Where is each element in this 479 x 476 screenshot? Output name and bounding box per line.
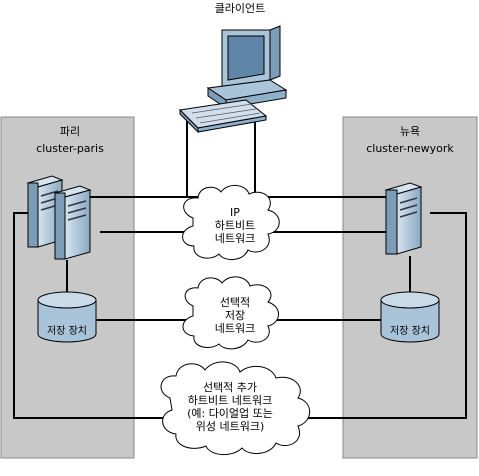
storage-label-newyork: 저장 장치 <box>390 326 430 337</box>
site-city-newyork: 뉴욕 <box>399 125 421 138</box>
server-tower-icon <box>53 185 92 260</box>
client-label: 클라이언트 <box>214 2 266 15</box>
storage-disk-icon <box>380 291 440 343</box>
network-optional-label-4: 위성 네트워크) <box>195 420 265 433</box>
network-cloud-optional-heartbeat <box>160 361 311 455</box>
network-optional-label-2: 하트비트 네트워크 <box>187 394 273 407</box>
site-city-paris: 파리 <box>59 125 81 138</box>
network-storage-label-2: 저장 <box>224 309 246 322</box>
client-computer-icon <box>178 25 288 134</box>
network-optional-label-1: 선택적 추가 <box>202 381 258 394</box>
storage-disk-icon <box>37 291 97 343</box>
network-optional-label-3: (예: 다이얼업 또는 <box>187 407 273 420</box>
network-ip-label-3: 네트워크 <box>214 232 256 245</box>
server-tower-icon <box>384 182 423 255</box>
network-storage-label-3: 네트워크 <box>214 322 256 335</box>
network-ip-label-1: IP <box>230 206 240 219</box>
network-ip-label-2: 하트비트 <box>214 219 256 232</box>
network-cloud-ip-heartbeat <box>182 185 280 260</box>
cluster-name-paris: cluster-paris <box>36 142 104 155</box>
network-cloud-storage <box>182 276 279 350</box>
storage-label-paris: 저장 장치 <box>47 326 87 337</box>
cluster-name-newyork: cluster-newyork <box>366 142 454 155</box>
network-storage-label-1: 선택적 <box>219 296 251 309</box>
